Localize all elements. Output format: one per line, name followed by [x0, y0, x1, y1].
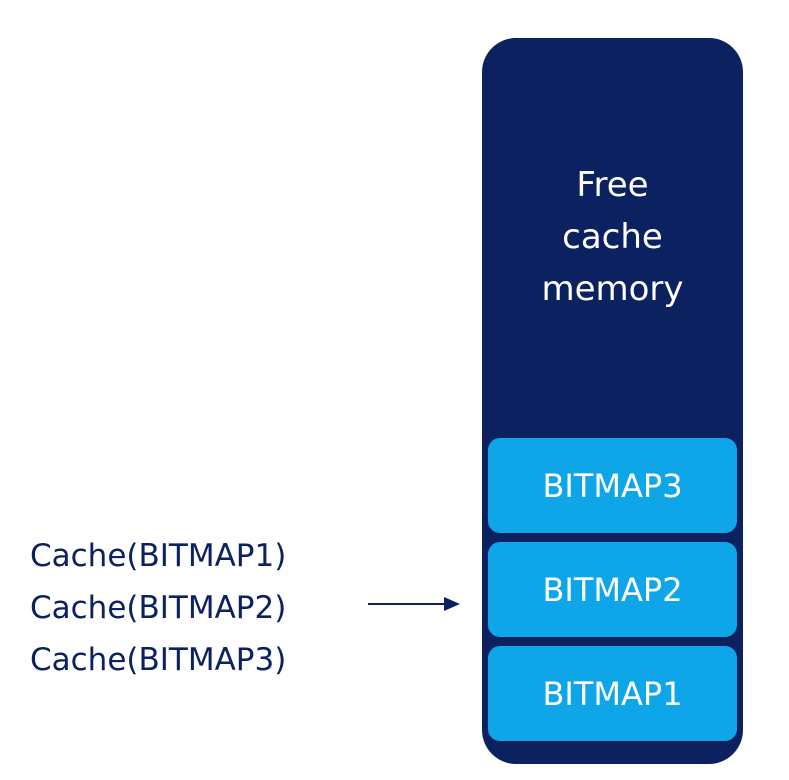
cache-memory-container: Free cache memory: [482, 38, 743, 764]
free-label-line-2: cache: [562, 217, 663, 257]
bitmap3-block: BITMAP3: [488, 438, 737, 533]
cache-call-2: Cache(BITMAP2): [30, 590, 287, 626]
bitmap1-label: BITMAP1: [542, 674, 683, 713]
cache-call-3: Cache(BITMAP3): [30, 642, 287, 678]
cache-call-list: Cache(BITMAP1) Cache(BITMAP2) Cache(BITM…: [30, 530, 286, 686]
arrow-right-icon: [368, 597, 460, 611]
free-label-line-3: memory: [541, 269, 684, 309]
bitmap2-label: BITMAP2: [542, 570, 683, 609]
bitmap3-label: BITMAP3: [542, 466, 683, 505]
bitmap2-block: BITMAP2: [488, 542, 737, 637]
free-cache-memory-label: Free cache memory: [482, 159, 743, 315]
cache-call-1: Cache(BITMAP1): [30, 538, 287, 574]
free-label-line-1: Free: [576, 165, 649, 205]
bitmap1-block: BITMAP1: [488, 646, 737, 741]
